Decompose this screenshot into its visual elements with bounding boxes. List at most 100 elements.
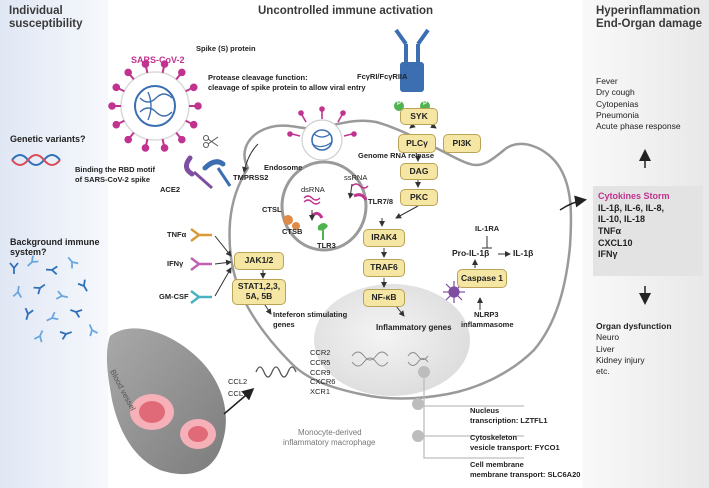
- binding-line2: of SARS-CoV-2 spike: [75, 175, 151, 184]
- gmcsf-label: GM-CSF: [159, 292, 189, 301]
- il1ra-label: IL-1RA: [475, 224, 500, 233]
- antibody-icon: [45, 265, 58, 276]
- symptom-item: Dry cough: [596, 87, 635, 98]
- node-jak: JAK1/2: [234, 252, 284, 270]
- storm-line: IL-10, IL-18: [598, 214, 646, 225]
- antibody-icon: [88, 324, 99, 337]
- node-nfkb: NF-κB: [363, 289, 405, 307]
- node-pi3k: PI3K: [443, 134, 481, 153]
- ssrna-label: ssRNA: [344, 173, 368, 182]
- spike-stem: [175, 74, 181, 81]
- annot-membrane-detail: membrane transport: SLC6A20: [470, 470, 581, 479]
- internal-virus-icon: [301, 119, 343, 161]
- dsrna-label: dsRNA: [301, 185, 325, 194]
- arrow-cell-to-storm: [559, 195, 587, 211]
- phospho-right-label: P: [423, 101, 428, 107]
- storm-line: TNFα: [598, 226, 622, 237]
- spike-stem: [185, 87, 192, 93]
- annot-nucleus-detail: transcription: LZTFL1: [470, 416, 548, 425]
- antibody-icon: [33, 330, 44, 343]
- annot-cytoskeleton-detail: vesicle transport: FYCO1: [470, 443, 560, 452]
- tnfa-receptor-icon: [190, 228, 212, 242]
- sars-cov-2-label: SARS-CoV-2: [131, 55, 185, 65]
- binding-line1: Binding the RBD motif: [75, 165, 155, 174]
- pro-il1b-label: Pro-IL-1β: [452, 248, 490, 258]
- antibody-icon: [46, 311, 59, 322]
- internal-virus-spikes: [287, 106, 357, 137]
- spike-head: [160, 60, 169, 68]
- spike-head: [189, 83, 198, 92]
- symptom-item: Cytopenias: [596, 98, 639, 109]
- organ-item: Neuro: [596, 332, 620, 343]
- storm-line: CXCL10: [598, 237, 633, 248]
- receptor-ccr9: CCR9: [310, 367, 331, 377]
- endosome: [280, 160, 368, 252]
- stat-line1: STAT1,2,3,: [237, 281, 281, 292]
- genetic-connector-nodes: [412, 366, 430, 442]
- il1b-label: IL-1β: [513, 248, 534, 258]
- ace2-label: ACE2: [160, 185, 181, 194]
- annot-nucleus-title: Nucleus: [470, 406, 500, 415]
- antibody-icon: [12, 285, 23, 298]
- isg-line1: Inteferon stimulating: [273, 310, 348, 319]
- ifng-receptor-icon: [190, 257, 212, 271]
- node-dag: DAG: [400, 163, 438, 180]
- endosome-label: Endosome: [264, 163, 303, 172]
- organ-item: etc.: [596, 366, 610, 377]
- spike-stem: [118, 119, 125, 125]
- organ-item: Kidney injury: [596, 354, 645, 365]
- ctsl-label: CTSL: [262, 205, 282, 214]
- ifng-label: IFNγ: [167, 259, 184, 268]
- spike-stem: [161, 138, 165, 146]
- annot-membrane-title: Cell membrane: [470, 460, 524, 469]
- inflammatory-genes-label: Inflammatory genes: [376, 323, 452, 332]
- antibody-icon: [24, 307, 34, 321]
- tmprss2-label: TMPRSS2: [233, 173, 269, 182]
- macrophage-line1: Monocyte-derived: [298, 428, 362, 437]
- arrow-pkc-to-genes: [395, 205, 419, 219]
- left-panel-bg: [0, 0, 108, 488]
- scissors-icon: [203, 135, 219, 148]
- antibody-icon: [33, 283, 46, 295]
- tlr78-label: TLR7/8: [368, 197, 394, 206]
- spike-head: [124, 68, 132, 77]
- ligand-ccl7: CCL7: [228, 389, 248, 398]
- arrow-tnfa-to-jak: [214, 235, 232, 257]
- symptom-item: Acute phase response: [596, 121, 681, 132]
- spike-stem: [145, 66, 149, 74]
- header-hyperinflammation: Hyperinflammation End-Organ damage: [596, 5, 703, 31]
- spike-stem: [129, 74, 135, 81]
- ctsb-label: CTSB: [282, 227, 303, 236]
- antibody-icons: [9, 255, 99, 343]
- background-immune-label: Background immune system?: [10, 237, 100, 258]
- stat-line2: 5A, 5B: [245, 291, 273, 301]
- spike-head: [194, 102, 202, 110]
- isg-line2: genes: [273, 320, 295, 329]
- antibody-icon: [67, 256, 79, 269]
- cytokine-storm-list: Cytokines Storm IL-1β, IL-6, IL-8, IL-10…: [598, 191, 670, 261]
- nlrp3-label: NLRP3: [474, 310, 499, 319]
- dna-icon: [11, 154, 61, 166]
- arrow-virus-to-endosome: [242, 143, 259, 173]
- spike-stem: [129, 131, 135, 138]
- node-stat: STAT1,2,3, 5A, 5B: [232, 279, 286, 305]
- node-plcg: PLCγ: [398, 134, 436, 153]
- node-caspase: Caspase 1: [457, 269, 507, 288]
- antibody-icon: [55, 290, 69, 300]
- header-uncontrolled-immune-activation: Uncontrolled immune activation: [258, 5, 434, 17]
- header-individual-susceptibility: Individual susceptibility: [9, 5, 83, 31]
- node-syk: SYK: [400, 108, 438, 125]
- symptom-item: Fever: [596, 76, 618, 86]
- node-traf6: TRAF6: [363, 259, 405, 277]
- spike-head: [108, 102, 116, 110]
- antibody-icon: [59, 330, 72, 340]
- tnfa-label: TNFα: [167, 230, 187, 239]
- spike-head: [160, 144, 169, 152]
- blood-vessel-icon: [106, 328, 226, 475]
- receptor-cxcr6: CXCR6: [310, 377, 336, 387]
- antibody-icon: [70, 309, 83, 318]
- virus-spikes: [108, 60, 202, 152]
- spike-head: [112, 83, 121, 92]
- protease-title: Protease cleavage function:: [208, 73, 308, 82]
